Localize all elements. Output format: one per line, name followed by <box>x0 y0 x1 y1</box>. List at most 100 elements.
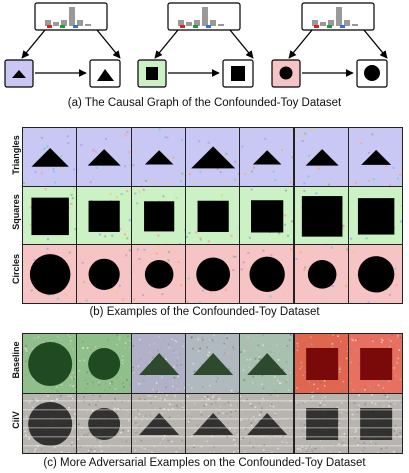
noise-speck <box>277 379 279 382</box>
noise-speck <box>232 346 234 348</box>
noise-speck <box>89 451 91 453</box>
noise-speck <box>252 381 254 384</box>
noise-speck <box>247 336 250 338</box>
noise-speck <box>338 451 340 453</box>
noise-speck <box>153 444 156 446</box>
noise-speck <box>243 452 245 453</box>
noise-speck <box>399 378 401 381</box>
noise-speck <box>288 367 291 370</box>
noise-speck <box>167 259 170 262</box>
noise-speck <box>137 383 140 385</box>
noise-speck <box>242 436 245 439</box>
circle-shape <box>307 260 336 290</box>
noise-speck <box>119 338 121 341</box>
noise-speck <box>187 277 190 280</box>
noise-speck <box>226 335 228 337</box>
noise-speck <box>393 430 396 432</box>
noise-speck <box>249 399 252 402</box>
stripe-artifact <box>131 427 185 429</box>
triangle-shape <box>87 149 121 166</box>
noise-speck <box>70 395 73 397</box>
noise-speck <box>83 435 86 438</box>
noise-speck <box>257 344 260 347</box>
noise-speck <box>229 408 232 411</box>
noise-speck <box>126 189 129 192</box>
noise-speck <box>388 294 391 297</box>
noise-speck <box>105 441 107 443</box>
noise-speck <box>244 450 247 453</box>
noise-speck <box>157 234 160 237</box>
noise-speck <box>351 368 354 371</box>
noise-speck <box>329 450 331 453</box>
noise-speck <box>139 358 141 361</box>
noise-speck <box>87 382 89 385</box>
noise-speck <box>213 451 215 453</box>
noise-speck <box>262 344 264 347</box>
noise-speck <box>304 427 307 429</box>
example-cell <box>184 127 241 187</box>
noise-speck <box>140 439 142 442</box>
noise-speck <box>216 377 219 380</box>
row-label-triangles: Triangles <box>11 135 21 175</box>
noise-speck <box>240 419 243 422</box>
stripe-artifact <box>294 445 348 447</box>
noise-speck <box>121 441 124 443</box>
noise-speck <box>309 384 312 387</box>
noise-speck <box>59 392 61 393</box>
noise-speck <box>73 425 76 427</box>
noise-speck <box>234 444 236 446</box>
noise-speck <box>338 414 341 417</box>
noise-speck <box>236 434 239 436</box>
noise-speck <box>262 444 265 447</box>
noise-speck <box>57 336 59 338</box>
noise-speck <box>370 440 372 443</box>
edge-arrow <box>96 29 121 59</box>
histogram-bar <box>178 20 184 26</box>
histogram-bar <box>186 22 192 26</box>
noise-speck <box>299 361 302 364</box>
noise-speck <box>377 251 380 254</box>
noise-speck <box>134 449 136 452</box>
noise-speck <box>367 301 370 304</box>
noise-speck <box>303 266 306 269</box>
noise-speck <box>60 155 63 158</box>
noise-speck <box>119 285 122 288</box>
noise-speck <box>297 416 300 419</box>
stripe-artifact <box>131 436 185 438</box>
noise-speck <box>317 167 320 170</box>
example-cell <box>239 185 295 246</box>
noise-speck <box>311 395 314 398</box>
noise-speck <box>337 422 339 425</box>
noise-speck <box>394 375 396 377</box>
noise-speck <box>136 432 138 434</box>
stripe-artifact <box>185 409 240 411</box>
noise-speck <box>170 338 173 341</box>
noise-speck <box>291 156 294 159</box>
noise-speck <box>28 401 30 404</box>
noise-speck <box>173 339 176 342</box>
noise-speck <box>310 446 312 448</box>
noise-speck <box>90 412 93 414</box>
noise-speck <box>199 237 202 240</box>
noise-speck <box>399 400 402 403</box>
noise-speck <box>114 407 116 410</box>
noise-speck <box>31 378 34 380</box>
noise-speck <box>200 414 203 416</box>
noise-speck <box>281 441 284 443</box>
example-image <box>188 140 240 184</box>
noise-speck <box>248 418 251 420</box>
example-image <box>350 197 403 245</box>
noise-speck <box>271 451 273 453</box>
example-image <box>29 186 77 240</box>
noise-speck <box>149 395 152 397</box>
noise-speck <box>94 447 97 450</box>
noise-speck <box>209 450 211 453</box>
noise-speck <box>39 402 42 405</box>
stripe-artifact <box>185 445 240 447</box>
noise-speck <box>99 395 101 398</box>
noise-speck <box>277 421 280 424</box>
adversarial-image <box>131 336 185 393</box>
noise-speck <box>120 408 123 411</box>
noise-speck <box>283 444 285 447</box>
noise-speck <box>395 284 398 287</box>
